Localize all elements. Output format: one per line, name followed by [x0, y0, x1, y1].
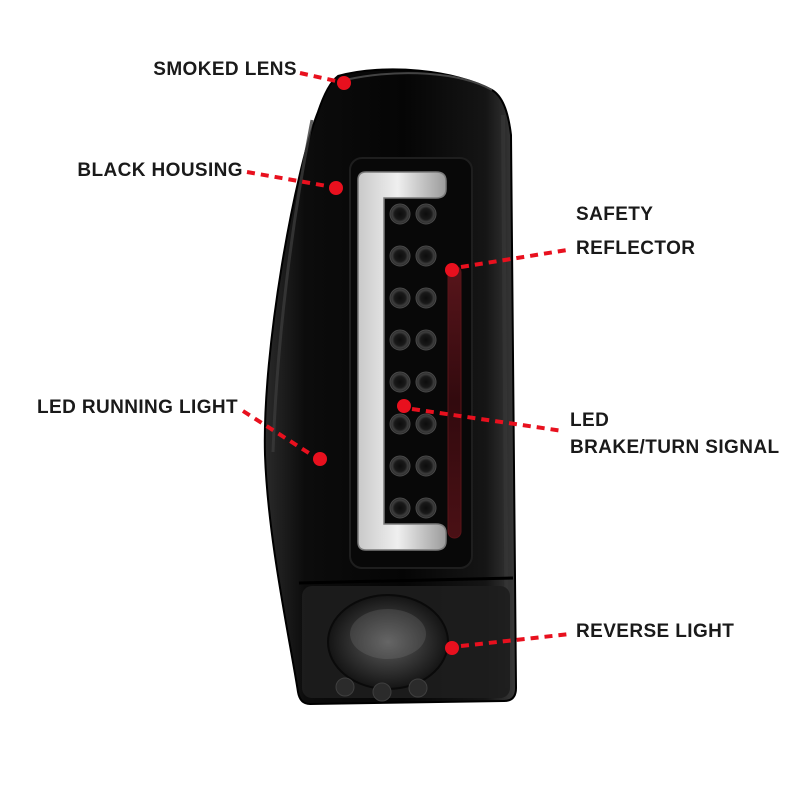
- callout-text: REFLECTOR: [576, 238, 696, 259]
- leader-safety-reflector: [460, 248, 568, 269]
- led-dot: [389, 371, 411, 393]
- lens-highlight-left: [271, 119, 314, 453]
- led-dot: [415, 455, 437, 477]
- lens-highlight-top: [344, 72, 493, 91]
- led-dot: [415, 203, 437, 225]
- callout-label-black-housing: BLACK HOUSING: [77, 160, 243, 182]
- reverse-detail-dot: [408, 678, 428, 698]
- callout-text: BLACK HOUSING: [77, 160, 243, 181]
- led-dot: [415, 329, 437, 351]
- callout-dot-black-housing: [329, 181, 343, 195]
- callout-text: SAFETY: [576, 204, 654, 225]
- callout-text: BRAKE/TURN SIGNAL: [570, 437, 780, 458]
- callout-label-reverse-light: REVERSE LIGHT: [576, 621, 734, 643]
- callout-dot-led-running-light: [313, 452, 327, 466]
- leader-led-brake-turn-signal: [411, 407, 564, 433]
- led-dot: [415, 497, 437, 519]
- callout-label-safety-reflector: SAFETY REFLECTOR: [576, 198, 695, 266]
- led-dot: [389, 455, 411, 477]
- callout-dot-led-brake-turn-signal: [397, 399, 411, 413]
- led-grid: [389, 203, 437, 519]
- lens-seam: [298, 576, 514, 585]
- led-dot: [389, 413, 411, 435]
- callout-label-led-brake-turn-signal: LED BRAKE/TURN SIGNAL: [570, 407, 779, 461]
- callout-text: REVERSE LIGHT: [576, 621, 735, 642]
- callout-text: SMOKED LENS: [153, 59, 297, 80]
- led-dot: [415, 371, 437, 393]
- led-dot: [389, 203, 411, 225]
- callout-label-smoked-lens: SMOKED LENS: [153, 59, 297, 81]
- led-dot: [389, 245, 411, 267]
- safety-reflector-strip: [447, 265, 462, 539]
- led-dot: [415, 413, 437, 435]
- led-running-light-bar: [357, 171, 447, 551]
- led-dot: [389, 329, 411, 351]
- callout-text: LED: [570, 410, 610, 431]
- callout-dot-smoked-lens: [337, 76, 351, 90]
- led-dot: [389, 497, 411, 519]
- led-dot: [415, 287, 437, 309]
- reverse-detail-dot: [372, 682, 392, 702]
- callout-dot-reverse-light: [445, 641, 459, 655]
- led-dot: [415, 245, 437, 267]
- reverse-detail-dot: [335, 677, 355, 697]
- callout-dot-safety-reflector: [445, 263, 459, 277]
- leader-smoked-lens: [299, 71, 337, 83]
- callout-text: LED RUNNING LIGHT: [36, 397, 238, 418]
- callout-label-led-running-light: LED RUNNING LIGHT: [37, 397, 238, 419]
- leader-reverse-light: [460, 632, 571, 648]
- led-dot: [389, 287, 411, 309]
- reverse-light-glow: [350, 609, 426, 659]
